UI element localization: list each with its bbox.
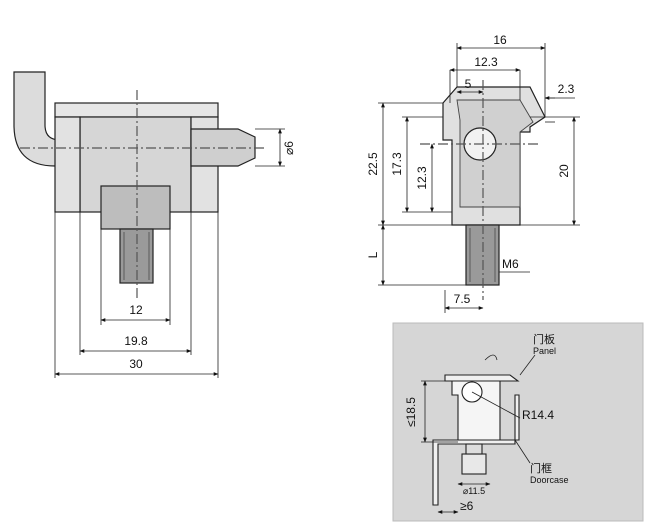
dim-12: 12	[129, 303, 143, 317]
dim-7-5: 7.5	[454, 292, 471, 306]
label-frame-cn: 门框	[530, 461, 552, 475]
dim-m6: M6	[502, 257, 519, 271]
dim-d11-5: ⌀11.5	[463, 486, 485, 496]
dim-22-5: 22.5	[366, 152, 380, 176]
side-dims	[378, 43, 580, 313]
dim-20: 20	[557, 164, 571, 178]
dim-r14-4: R14.4	[522, 408, 554, 422]
dim-d6: ⌀6	[282, 141, 296, 155]
label-panel-cn: 门板	[533, 332, 555, 346]
side-view	[420, 80, 546, 300]
dim-5: 5	[465, 77, 472, 91]
dim-12-3-top: 12.3	[474, 55, 498, 69]
door-frame	[432, 394, 520, 506]
door-panel	[444, 374, 520, 382]
dim-6: ≥6	[460, 499, 474, 513]
front-dims	[54, 128, 285, 378]
dim-l: L	[366, 251, 380, 258]
dim-2-3: 2.3	[558, 82, 575, 96]
dim-17-3: 17.3	[390, 152, 404, 176]
install-inset: 门板 Panel R14.4 门框 Doorcase ≤18.5 ⌀11.5 ≥…	[392, 322, 644, 522]
label-panel-en: Panel	[533, 346, 556, 356]
dim-19-8: 19.8	[124, 334, 148, 348]
dim-18-5: ≤18.5	[404, 397, 418, 427]
dim-16: 16	[493, 33, 507, 47]
label-frame-en: Doorcase	[530, 475, 569, 485]
dim-30: 30	[129, 357, 143, 371]
side-flange	[54, 116, 81, 213]
dim-12-3-vert: 12.3	[415, 166, 429, 190]
lower-block	[100, 185, 171, 230]
front-view	[13, 71, 265, 300]
